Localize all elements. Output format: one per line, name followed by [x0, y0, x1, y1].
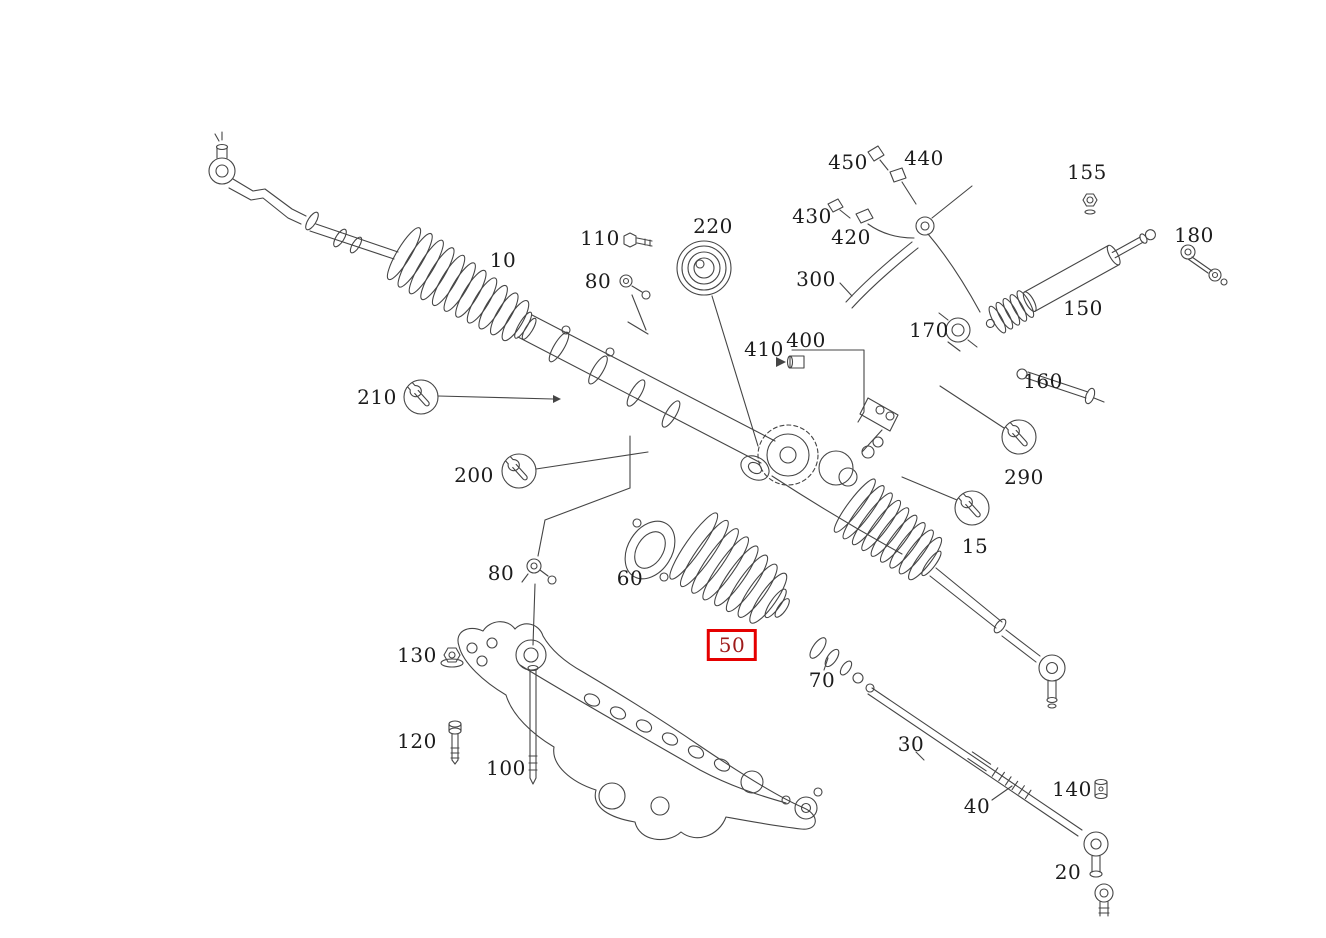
control-arm — [457, 621, 823, 840]
gasket-60 — [624, 518, 676, 582]
part-label-200[interactable]: 200 — [454, 463, 494, 487]
steering-damper-150 — [985, 229, 1156, 334]
nut-155 — [1082, 193, 1098, 215]
part-label-290[interactable]: 290 — [1004, 465, 1044, 489]
part-label-30[interactable]: 30 — [897, 732, 925, 756]
sensor-430 — [827, 198, 851, 219]
bolt-120 — [448, 720, 462, 765]
part-label-430[interactable]: 430 — [792, 204, 832, 228]
link-180 — [1180, 244, 1228, 286]
sensor-420 — [855, 208, 915, 239]
bolt-140 — [1094, 778, 1108, 800]
sensor-450 — [867, 145, 889, 171]
leader-lines — [823, 657, 1013, 801]
part-label-80-upper[interactable]: 80 — [584, 269, 612, 293]
part-label-210[interactable]: 210 — [357, 385, 397, 409]
cap-220 — [676, 240, 759, 447]
tie-rod-end-left — [208, 131, 399, 260]
clamp-80-lower — [521, 435, 631, 646]
clamp-80-upper — [619, 274, 651, 331]
part-label-410[interactable]: 410 — [744, 337, 784, 361]
exploded-boot-50 — [669, 512, 790, 624]
part-label-110[interactable]: 110 — [580, 226, 620, 250]
part-label-420[interactable]: 420 — [831, 225, 871, 249]
clamp-170 — [938, 312, 978, 352]
tie-rod-30 — [867, 687, 1109, 878]
part-label-50[interactable]: 50 — [706, 629, 758, 661]
part-label-70[interactable]: 70 — [808, 668, 836, 692]
washers-70 — [809, 637, 875, 693]
part-label-450[interactable]: 450 — [828, 150, 868, 174]
right-inner-tie-rod — [929, 567, 1066, 709]
part-label-160[interactable]: 160 — [1023, 369, 1063, 393]
part-label-20[interactable]: 20 — [1054, 860, 1082, 884]
hose-300 — [839, 185, 981, 313]
wrench-callout-290 — [939, 385, 1037, 455]
part-label-120[interactable]: 120 — [397, 729, 437, 753]
bolt-110 — [623, 232, 653, 248]
tie-rod-end-20 — [1094, 883, 1114, 917]
part-label-170[interactable]: 170 — [909, 318, 949, 342]
part-label-100[interactable]: 100 — [486, 756, 526, 780]
part-label-400[interactable]: 400 — [786, 328, 826, 352]
wrench-callout-15 — [901, 476, 990, 526]
part-label-150[interactable]: 150 — [1063, 296, 1103, 320]
part-label-40[interactable]: 40 — [963, 794, 991, 818]
part-label-130[interactable]: 130 — [397, 643, 437, 667]
part-label-300[interactable]: 300 — [796, 267, 836, 291]
part-label-140[interactable]: 140 — [1052, 777, 1092, 801]
fitting-400-410 — [776, 349, 865, 423]
wrench-callout-200 — [501, 451, 649, 489]
part-label-80-lower[interactable]: 80 — [487, 561, 515, 585]
pinion-housing — [740, 397, 899, 487]
wrench-callout-210 — [403, 379, 561, 415]
part-label-60[interactable]: 60 — [616, 566, 644, 590]
nut-130 — [440, 647, 464, 668]
part-label-10[interactable]: 10 — [489, 248, 517, 272]
left-bellows — [386, 227, 537, 342]
sensor-440 — [889, 167, 917, 205]
rod-160 — [1016, 368, 1105, 405]
part-label-15[interactable]: 15 — [961, 534, 989, 558]
bolt-100 — [527, 664, 539, 785]
part-label-180[interactable]: 180 — [1174, 223, 1214, 247]
right-bellows-installed — [833, 478, 943, 581]
part-label-220[interactable]: 220 — [693, 214, 733, 238]
part-label-440[interactable]: 440 — [904, 146, 944, 170]
part-label-155[interactable]: 155 — [1067, 160, 1107, 184]
